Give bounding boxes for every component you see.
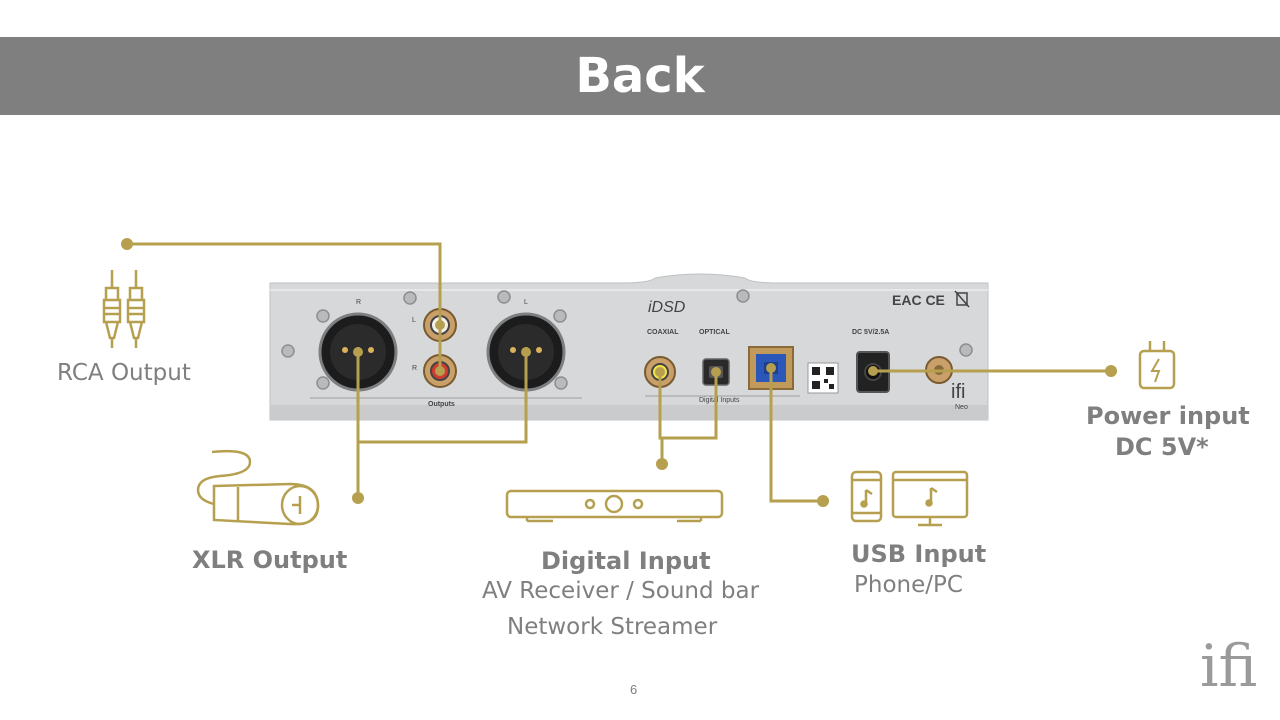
digital-endpoint-dot [656, 458, 668, 470]
rca-output-label: RCA Output [57, 360, 191, 386]
device-brand-text: ifi [951, 381, 965, 403]
digital-inputs-label: Digital Inputs [699, 397, 740, 404]
usb-leader-line [769, 368, 823, 503]
digital-leader-line [658, 372, 718, 440]
digital-input-sublabel-2: Network Streamer [507, 614, 718, 640]
rca-right-channel-mark: R [412, 365, 417, 372]
xlr-right-channel-mark: R [356, 299, 361, 306]
device-model-text: iDSD [648, 299, 686, 316]
rca-endpoint-dot [121, 238, 133, 250]
dc-rating-label: DC 5V/2.5A [852, 329, 889, 336]
power-endpoint-dot [1105, 365, 1117, 377]
optical-label: OPTICAL [699, 329, 730, 336]
xlr-leader-line [356, 352, 528, 444]
monitor-icon [891, 470, 969, 527]
power-plug-icon [1138, 341, 1176, 390]
outputs-label: Outputs [428, 401, 455, 408]
brand-logo: ifi [1200, 632, 1258, 700]
page-number: 6 [630, 682, 638, 697]
digital-input-label: Digital Input [541, 547, 711, 575]
power-input-sublabel: DC 5V* [1115, 433, 1209, 461]
rca-plug-icon [102, 270, 146, 348]
svg-text:EAC CE: EAC CE [892, 292, 945, 308]
xlr-endpoint-dot [352, 492, 364, 504]
rca-left-channel-mark: L [412, 317, 416, 324]
usb-endpoint-dot [817, 495, 829, 507]
coaxial-label: COAXIAL [647, 329, 679, 336]
xlr-cable-icon [196, 449, 320, 526]
digital-input-sublabel-1: AV Receiver / Sound bar [482, 578, 760, 604]
page-title: Back [0, 37, 1280, 115]
usb-input-sublabel: Phone/PC [854, 572, 963, 598]
phone-icon [850, 470, 883, 523]
compliance-marks: EAC CE [892, 290, 970, 308]
device-subbrand-text: Neo [955, 404, 968, 411]
xlr-left-channel-mark: L [524, 299, 528, 306]
xlr-connector-left [486, 312, 566, 392]
xlr-output-label: XLR Output [192, 546, 348, 574]
receiver-icon [505, 489, 724, 523]
qr-code [807, 362, 839, 394]
power-input-label: Power input [1086, 402, 1250, 430]
usb-input-label: USB Input [851, 540, 987, 568]
